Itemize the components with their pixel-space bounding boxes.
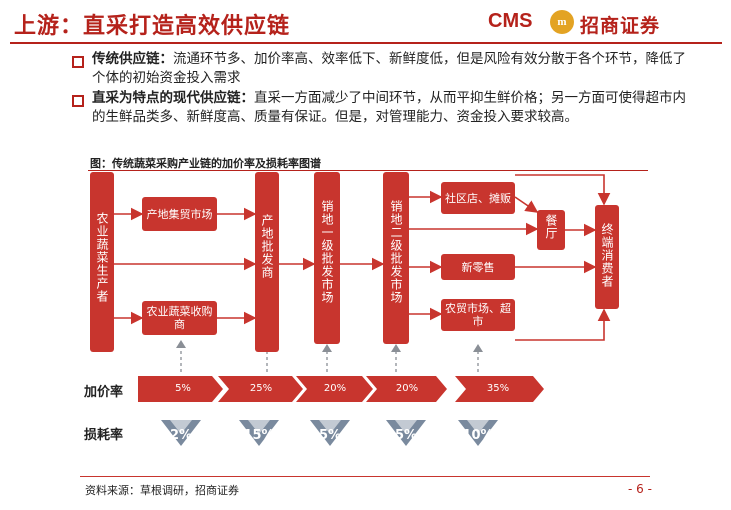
markup-chevron-3	[296, 376, 373, 402]
markup-value-5: 35%	[486, 383, 510, 394]
node-new-retail: 新零售	[441, 254, 515, 280]
checkbox-bullet-icon	[72, 95, 84, 107]
node-purchaser: 农业蔬菜收购商	[142, 301, 217, 335]
node-origin-wholesale: 产地批发商	[255, 172, 279, 352]
arrow-community-consumer	[515, 174, 611, 206]
node-community-store: 社区店、摊贩	[441, 182, 515, 214]
markup-chevron-1	[138, 376, 223, 402]
brand-logo: CMS m 招商证券	[488, 10, 718, 37]
bullet-text: 流通环节多、加价率高、效率低下、新鲜度低，但是风险有效分散于各个环节，降低了个体…	[92, 51, 686, 86]
node-farmers-market: 农贸市场、超市	[441, 299, 515, 331]
loss-value-5: 10%	[462, 428, 494, 443]
markup-chevron-4	[366, 376, 447, 402]
loss-value-3: 5%	[318, 428, 342, 443]
markup-value-2: 25%	[249, 383, 273, 394]
bullet-head: 传统供应链：	[92, 51, 173, 67]
loss-value-2: 15%	[243, 428, 275, 443]
node-origin-market: 产地集贸市场	[142, 197, 217, 231]
page-title: 上游：直采打造高效供应链	[14, 14, 291, 39]
logo-name: 招商证券	[580, 15, 661, 37]
arrow-farmers-market-consumer	[515, 308, 611, 341]
source-note: 资料来源：草根调研，招商证券	[85, 484, 239, 497]
bullet-direct-sourcing: 直采为特点的现代供应链：直采一方面减少了中间环节，从而平抑生鲜价格；另一方面可使…	[92, 89, 692, 127]
markup-value-1: 5%	[175, 383, 191, 394]
bullet-traditional: 传统供应链：流通环节多、加价率高、效率低下、新鲜度低，但是风险有效分散于各个环节…	[92, 50, 692, 88]
footer-divider	[80, 476, 650, 477]
figure-divider	[88, 170, 648, 171]
figure-caption: 图：传统蔬菜采购产业链的加价率及损耗率图谱	[90, 157, 321, 170]
node-restaurant: 餐厅	[537, 210, 565, 250]
markup-value-4: 20%	[395, 383, 419, 394]
node-secondary-wholesale: 销地二级批发市场	[383, 172, 409, 344]
checkbox-bullet-icon	[72, 56, 84, 68]
logo-latin: CMS	[488, 10, 533, 32]
bullet-text: 直采一方面减少了中间环节，从而平抑生鲜价格；另一方面可使得超市内的生鲜品类多、新…	[92, 90, 686, 125]
markup-row-label: 加价率	[84, 385, 124, 400]
bullet-head: 直采为特点的现代供应链：	[92, 90, 254, 106]
markup-chevron-2	[218, 376, 303, 402]
markup-value-3: 20%	[323, 383, 347, 394]
node-primary-wholesale: 销地一级批发市场	[314, 172, 340, 344]
logo-seal-icon: m	[550, 10, 574, 34]
loss-row-label: 损耗率	[84, 428, 124, 443]
loss-value-4: 5%	[394, 428, 418, 443]
node-producer: 农业蔬菜生产者	[90, 172, 114, 352]
loss-value-1: 2%	[169, 428, 193, 443]
page-number: - 6 -	[628, 482, 652, 496]
arrow-community-restaurant	[514, 196, 539, 213]
title-divider	[10, 42, 722, 44]
markup-chevron-5	[455, 376, 544, 402]
node-consumer: 终端消费者	[595, 205, 619, 309]
